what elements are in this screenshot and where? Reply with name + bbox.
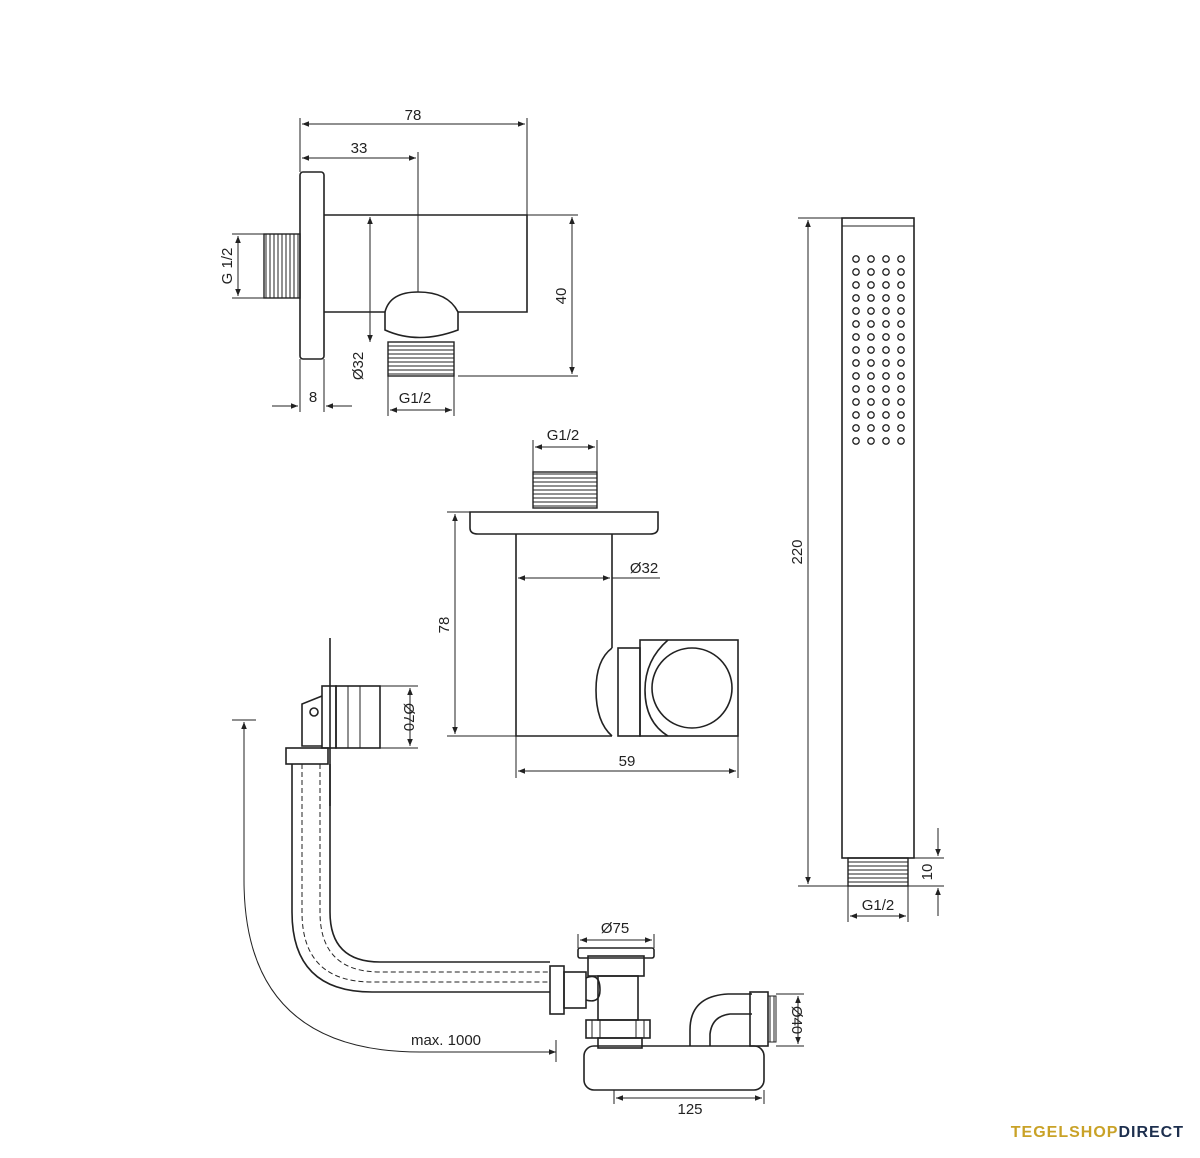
nozzle [852,346,860,354]
nozzle [897,281,905,289]
nozzle [867,307,875,315]
nozzle [882,437,890,445]
nozzle [882,424,890,432]
dim-elbow-diameter: Ø32 [350,352,367,380]
dim-waste-plug: Ø75 [601,920,629,937]
nozzle [882,255,890,263]
spray-nozzles [852,255,905,445]
dim-holder-thread: G1/2 [547,427,580,444]
dim-elbow-height: 40 [553,288,570,305]
brand-logo: TEGELSHOPDIRECT [1011,1124,1184,1142]
brand-part1: TEGELSHOP [1010,1124,1119,1141]
nozzle [852,424,860,432]
nozzle [867,437,875,445]
dim-holder-height: 78 [436,617,453,634]
dim-holder-depth: 59 [619,753,636,770]
nozzle [882,411,890,419]
wall-elbow-drawing: 78 33 G 1/2 40 Ø32 8 G1/2 [219,107,578,416]
dim-elbow-side-thread: G 1/2 [219,248,236,285]
nozzle [867,346,875,354]
nozzle [897,437,905,445]
nozzle [867,255,875,263]
dim-elbow-outlet-thread: G1/2 [399,390,432,407]
nozzle [897,411,905,419]
nozzle [852,255,860,263]
nozzle [882,307,890,315]
nozzle [852,411,860,419]
nozzle [897,424,905,432]
dim-handshower-thread: G1/2 [862,897,895,914]
nozzle [882,320,890,328]
nozzle [897,307,905,315]
nozzle [897,398,905,406]
nozzle [867,333,875,341]
nozzle [897,372,905,380]
nozzle [867,320,875,328]
nozzle [897,268,905,276]
nozzle [882,372,890,380]
dim-elbow-center: 33 [351,140,368,157]
dim-waste-overflow: Ø70 [400,703,417,731]
nozzle [897,359,905,367]
nozzle [852,359,860,367]
nozzle [882,385,890,393]
nozzle [882,359,890,367]
dim-waste-reach: max. 1000 [411,1032,481,1049]
nozzle [882,268,890,276]
nozzle [882,294,890,302]
dim-elbow-flange: 8 [309,389,317,406]
nozzle [852,320,860,328]
nozzle [852,398,860,406]
nozzle [852,307,860,315]
nozzle [897,320,905,328]
nozzle [867,372,875,380]
nozzle [867,294,875,302]
nozzle [852,268,860,276]
dim-holder-diameter: Ø32 [630,560,658,577]
nozzle [867,359,875,367]
hand-shower-drawing: 220 10 G1/2 [789,217,944,922]
nozzle [897,385,905,393]
nozzle [867,398,875,406]
nozzle [882,346,890,354]
dim-waste-length: 125 [677,1101,702,1118]
nozzle [897,255,905,263]
nozzle [852,437,860,445]
bath-waste-drawing: max. 1000 Ø70 Ø75 Ø40 125 [232,638,805,1118]
nozzle [852,372,860,380]
nozzle [882,281,890,289]
nozzle [852,333,860,341]
nozzle [867,411,875,419]
nozzle [867,281,875,289]
nozzle [882,333,890,341]
nozzle [852,294,860,302]
nozzle [882,398,890,406]
nozzle [897,294,905,302]
nozzle [897,346,905,354]
nozzle [867,385,875,393]
nozzle [852,385,860,393]
dim-waste-outlet: Ø40 [788,1006,805,1034]
nozzle [852,281,860,289]
nozzle [867,424,875,432]
brand-part2: DIRECT [1118,1124,1184,1141]
nozzle [867,268,875,276]
shower-holder-drawing: G1/2 Ø32 78 59 [436,427,739,778]
dim-elbow-width: 78 [405,107,422,124]
dim-handshower-thread-len: 10 [919,864,936,881]
nozzle [897,333,905,341]
dim-handshower-length: 220 [789,539,806,564]
